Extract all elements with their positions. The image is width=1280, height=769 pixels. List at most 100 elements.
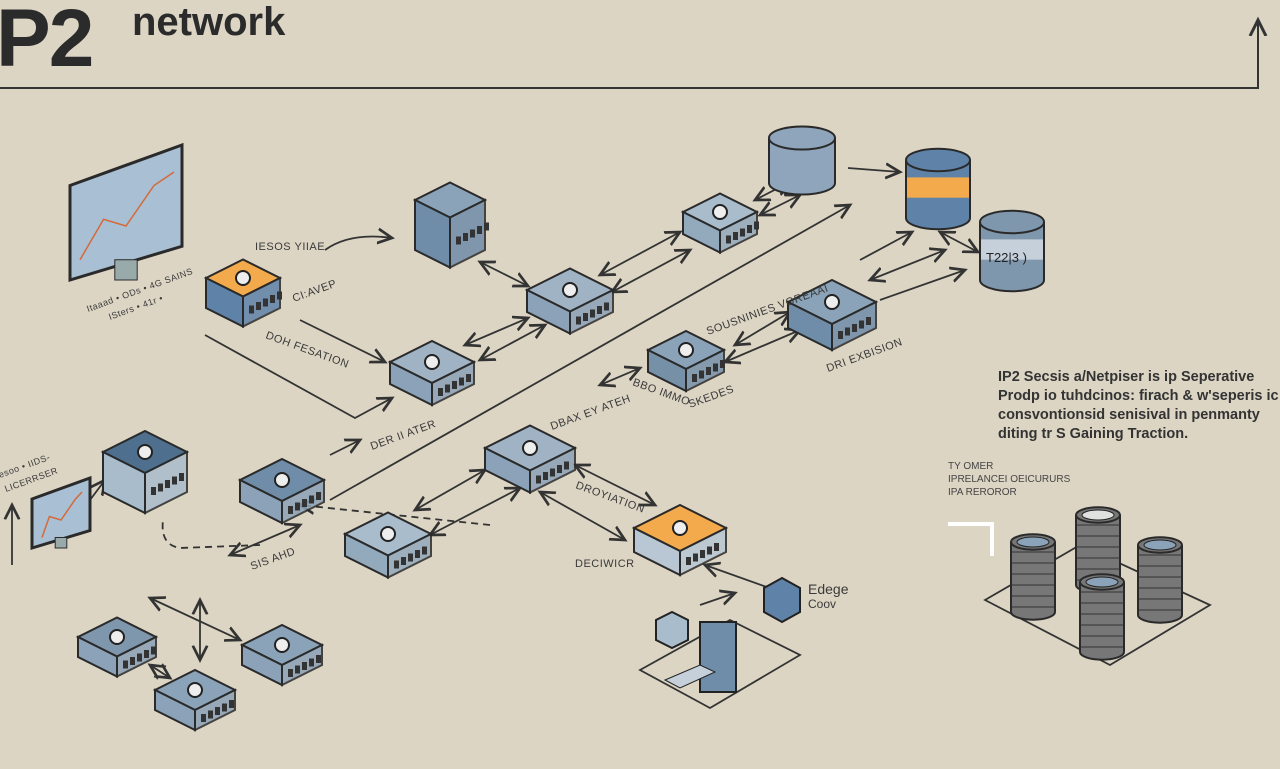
legend-line: IPA REROROR	[948, 487, 1017, 498]
key-icon	[424, 354, 440, 370]
port-icon	[550, 468, 555, 477]
gear-icon	[109, 629, 125, 645]
port-icon	[706, 367, 711, 375]
label-wifi-side: CI:AVEP	[291, 278, 338, 305]
port-icon	[733, 232, 738, 240]
battery-icon	[274, 637, 290, 653]
port-icon	[845, 327, 850, 336]
port-icon	[151, 646, 156, 655]
port-icon	[484, 222, 489, 231]
description-line: diting tr S Gaining Traction.	[998, 426, 1189, 442]
corner-mark	[948, 522, 994, 556]
connection-arrow	[204, 334, 392, 420]
legend: TY OMER IPRELANCEI OEICURURS IPA REROROR	[948, 460, 1070, 499]
gear-icon	[712, 204, 728, 220]
edge-hex-icon	[763, 576, 801, 624]
port-icon	[692, 374, 697, 382]
port-icon	[543, 472, 548, 480]
battery-icon	[187, 682, 203, 698]
connection-arrow	[600, 232, 680, 275]
keyboard-icon	[663, 664, 717, 689]
port-icon	[408, 553, 413, 562]
port-icon	[699, 370, 704, 379]
wifi-icon	[235, 270, 251, 286]
connection-arrow	[600, 368, 640, 385]
port-icon	[201, 714, 206, 722]
server-rack-icon	[699, 621, 737, 693]
port-icon	[576, 316, 581, 325]
gateway-node	[237, 457, 327, 525]
port-icon	[179, 473, 184, 481]
port-icon	[838, 331, 843, 339]
processing-node	[785, 278, 879, 352]
port-icon	[852, 324, 857, 332]
description: IP2 Secsis a/Netpiser is ip Seperative P…	[998, 368, 1279, 444]
port-icon	[302, 499, 307, 507]
signal-icon	[380, 526, 396, 542]
label-router-top: IESOS YIIAE	[255, 241, 325, 253]
connection-arrow	[575, 465, 655, 505]
port-icon	[144, 650, 149, 658]
port-icon	[208, 710, 213, 719]
port-icon	[459, 377, 464, 386]
port-icon	[726, 235, 731, 244]
connection-arrow	[299, 319, 385, 362]
connection-arrow	[430, 488, 520, 535]
database-dollar	[979, 209, 1045, 293]
router-lower	[342, 511, 434, 580]
port-icon	[215, 707, 220, 715]
connection-arrow	[415, 470, 485, 510]
label-db: T22|3 )	[986, 250, 1027, 265]
connection-arrow	[230, 525, 300, 555]
connection-arrow	[329, 205, 850, 501]
port-icon	[158, 483, 163, 492]
port-icon	[172, 476, 177, 485]
workstation-monitor	[30, 475, 92, 551]
description-line: Prodp io tuhdcinos: firach & w'seperis i…	[998, 388, 1279, 404]
connection-arrow	[870, 250, 945, 280]
hub-small	[645, 329, 727, 393]
server-tower	[412, 181, 489, 270]
connection-arrow	[465, 318, 528, 345]
connection-arrow	[300, 505, 491, 526]
port-icon	[222, 703, 227, 712]
node-bottom-center	[152, 668, 238, 732]
connection-arrow	[150, 598, 240, 640]
port-icon	[564, 461, 569, 470]
connection-arrow	[940, 232, 978, 252]
port-icon	[165, 480, 170, 488]
port-icon	[747, 225, 752, 233]
connection-arrow	[480, 262, 528, 286]
dashed-connection	[161, 519, 261, 549]
switch-middle	[387, 339, 477, 407]
port-icon	[557, 465, 562, 473]
port-icon	[309, 495, 314, 504]
port-icon	[859, 320, 864, 329]
label-deriiater: DER II ATER	[369, 418, 438, 453]
switch-upper	[680, 192, 760, 255]
port-icon	[686, 557, 691, 565]
storage-stack	[1137, 536, 1183, 624]
label-dbax: DBAX EY ATEH	[549, 393, 632, 433]
connection-arrow	[859, 232, 912, 261]
port-icon	[713, 363, 718, 372]
port-icon	[438, 388, 443, 396]
link-icon	[672, 520, 688, 536]
port-icon	[693, 553, 698, 562]
port-icon	[452, 381, 457, 389]
connection-arrow	[847, 168, 900, 172]
port-icon	[288, 506, 293, 514]
monitor-dashboard	[68, 142, 184, 283]
port-icon	[590, 309, 595, 318]
label-edge: Edege	[808, 581, 849, 597]
port-icon	[466, 374, 471, 382]
database-top	[768, 125, 836, 196]
connection-arrow	[760, 195, 800, 215]
connection-arrow	[705, 565, 776, 591]
port-icon	[456, 236, 461, 245]
port-icon	[270, 295, 275, 303]
port-icon	[754, 221, 759, 230]
node-bottom-left	[75, 616, 159, 679]
connection-arrow	[725, 330, 800, 362]
connection-arrow	[324, 237, 392, 251]
